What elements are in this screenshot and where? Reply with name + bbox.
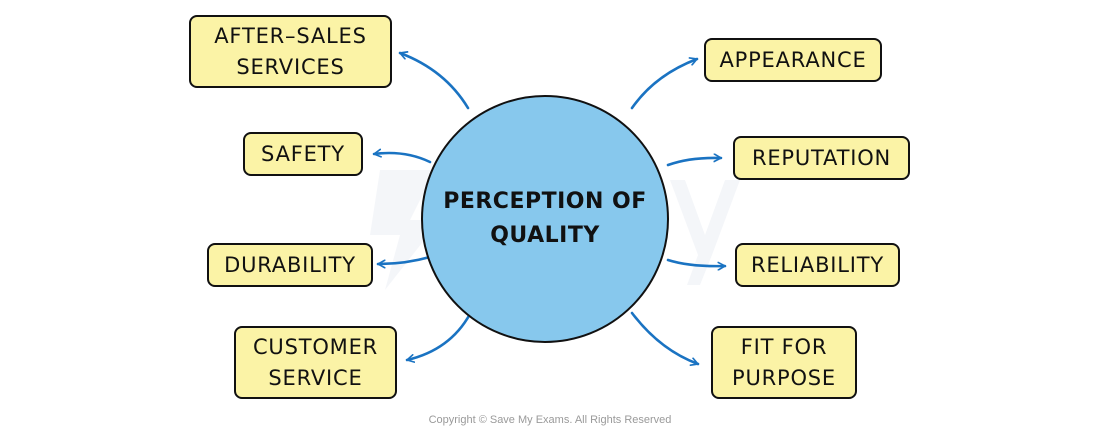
factor-appearance: APPEARANCE: [704, 38, 882, 82]
factor-fit-for-purpose: FIT FOR PURPOSE: [711, 326, 857, 399]
factor-reputation: REPUTATION: [733, 136, 910, 180]
arrow-reliability: [666, 258, 727, 266]
arrow-reputation: [666, 158, 723, 167]
arrow-customer-service: [405, 312, 472, 360]
arrow-after-sales: [398, 53, 470, 110]
factor-reliability: RELIABILITY: [735, 243, 900, 287]
arrow-fit-for-purpose: [630, 311, 700, 364]
copyright-notice: Copyright © Save My Exams. All Rights Re…: [428, 414, 672, 426]
arrow-durability: [376, 255, 432, 264]
center-circle: PERCEPTION OF QUALITY: [421, 95, 669, 343]
factor-durability: DURABILITY: [207, 243, 373, 287]
factor-safety: SAFETY: [243, 132, 363, 176]
arrow-safety: [372, 153, 432, 164]
factor-customer-service: CUSTOMER SERVICE: [234, 326, 397, 399]
watermark-logo: [370, 170, 740, 290]
factor-after-sales-services: AFTER–SALES SERVICES: [189, 15, 392, 88]
center-label: PERCEPTION OF QUALITY: [443, 189, 647, 248]
arrow-appearance: [630, 59, 699, 110]
